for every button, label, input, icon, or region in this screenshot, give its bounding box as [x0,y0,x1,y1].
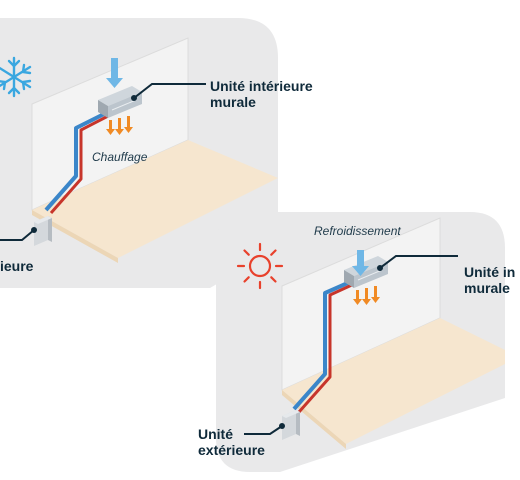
panel-1-air-intake-arrow [106,58,123,88]
panel-1-outdoor-leader [0,227,37,241]
panel-2-air-intake-arrow [352,250,369,276]
panel-1-indoor-label-line1: Unité intérieure [210,78,313,94]
sun-icon [236,242,284,290]
panel-2-caption: Refroidissement [314,224,401,238]
snowflake-icon [0,56,32,98]
panel-2-indoor-label-line1: Unité in [464,264,516,280]
panel-1-airflow-arrows [106,116,133,135]
panel-2-pipe-blue [292,280,351,411]
panel-1-pipe-blue [44,110,109,212]
panel-1-floor-edge [32,210,118,263]
panel-2-pipe-red [297,282,355,413]
panel-2-outdoor-unit [282,410,300,440]
panel-2-indoor-label: Unité in murale [464,264,515,296]
panel-1-outdoor-label: ieure [0,258,34,274]
panel-1-indoor-label-line2: murale [210,94,256,110]
panel-1-caption: Chauffage [92,150,148,164]
panel-2-outdoor-label-line2: extérieure [198,442,265,458]
panel-2-outdoor-label-line1: Unité [198,426,233,442]
panel-1-pipe-red [49,112,113,214]
panel-2-indoor-label-line2: murale [464,280,510,296]
panel-1-indoor-leader [131,83,206,101]
panel-2-airflow-arrows [353,286,380,305]
panel-2-outdoor-label: Unité extérieure [198,426,265,458]
panel-1-outdoor-unit [34,216,52,246]
panel-2-outdoor-leader [244,423,285,435]
panel-2-floor [282,318,505,444]
panel-2-indoor-leader [377,255,458,271]
panel-1-floor [32,140,278,258]
panel-1-indoor-label: Unité intérieure murale [210,78,313,110]
